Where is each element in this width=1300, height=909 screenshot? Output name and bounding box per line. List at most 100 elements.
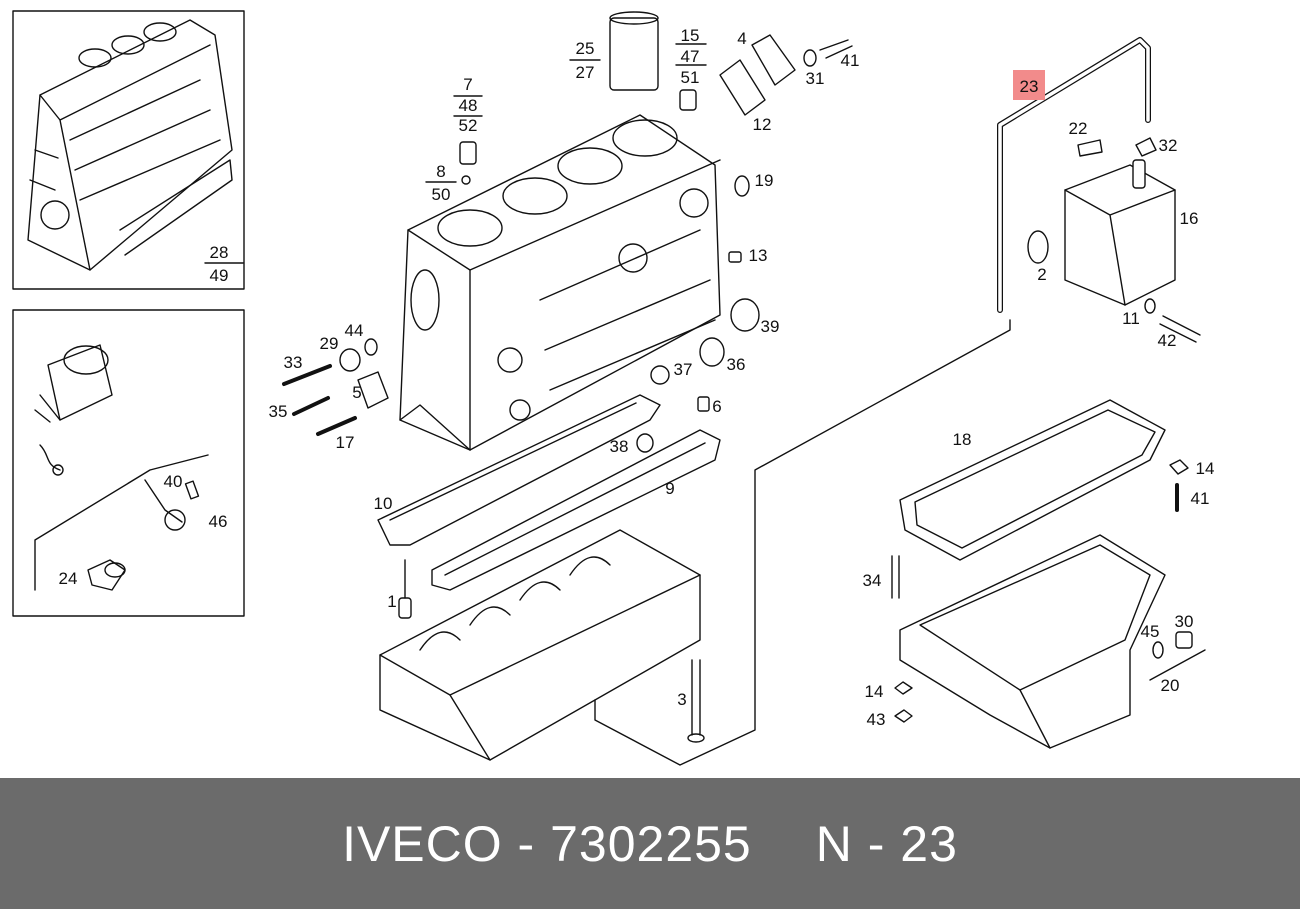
footer-caption: IVECO - 7302255 N - 23: [342, 815, 958, 873]
callout-3: 3: [677, 690, 686, 709]
callout-41-pan: 41: [1191, 489, 1210, 508]
filter-housing: [1064, 159, 1176, 306]
seal-45: [1152, 641, 1164, 659]
pin-6: [697, 396, 710, 412]
oil-pan-gasket: [899, 399, 1166, 561]
plug-7: [459, 141, 477, 165]
callout-14: 14: [1196, 459, 1215, 478]
seal-44: [364, 338, 378, 356]
stud-17: [316, 416, 357, 436]
callout-2: 2: [1037, 265, 1046, 284]
stud-35: [292, 396, 330, 416]
callout-16: 16: [1180, 209, 1199, 228]
callout-22: 22: [1069, 119, 1088, 138]
callout-15: 15: [681, 26, 700, 45]
callout-31: 31: [806, 69, 825, 88]
bushing-39: [730, 298, 760, 332]
stud-33: [282, 364, 332, 386]
callout-46: 46: [209, 512, 228, 531]
footer-part-number: IVECO - 7302255: [342, 815, 752, 872]
washer-14-pan: [894, 681, 913, 695]
callout-49: 49: [210, 266, 229, 285]
cylinder-liner: [609, 11, 659, 91]
callout-9: 9: [665, 479, 674, 498]
callout-12: 12: [753, 115, 772, 134]
gasket-9: [431, 429, 721, 591]
callout-25: 25: [576, 39, 595, 58]
footer-bar: IVECO - 7302255 N - 23: [0, 778, 1300, 909]
cover-plate: [719, 34, 796, 116]
callout-17: 17: [336, 433, 355, 452]
callout-47: 47: [681, 47, 700, 66]
parts-diagram: 23 25 27 15 47 51 4 41 31 12 7 48 52 8 5…: [12, 10, 1215, 766]
callout-23-highlight: [1013, 70, 1045, 100]
footer-ref-number: N - 23: [815, 815, 958, 872]
callout-20: 20: [1161, 676, 1180, 695]
callout-29: 29: [320, 334, 339, 353]
callout-7: 7: [463, 75, 472, 94]
washer-11: [1144, 298, 1156, 314]
inset-engine-block-overview: [12, 10, 245, 290]
callout-6: 6: [712, 397, 721, 416]
bolt-3-head: [687, 733, 705, 743]
callout-18: 18: [953, 430, 972, 449]
bolt-3: [691, 659, 701, 736]
inset-injector-parts: [12, 309, 245, 617]
callout-51: 51: [681, 68, 700, 87]
dowel-1: [398, 597, 412, 619]
drain-plug-30: [1175, 631, 1193, 649]
callout-40: 40: [164, 472, 183, 491]
bushing-36: [699, 337, 725, 367]
callout-1: 1: [387, 592, 396, 611]
callout-50: 50: [432, 185, 451, 204]
callout-11: 11: [1122, 309, 1140, 328]
plate-5: [357, 371, 389, 409]
callout-41: 41: [841, 51, 860, 70]
nut-43: [894, 709, 913, 723]
fitting-32: [1135, 137, 1157, 157]
seal-2: [1027, 230, 1049, 264]
pin-13: [728, 251, 742, 263]
callout-37: 37: [674, 360, 693, 379]
plug-29: [339, 348, 361, 372]
callout-27: 27: [576, 63, 595, 82]
callout-34: 34: [863, 571, 882, 590]
o-ring-8: [461, 175, 471, 185]
callout-33: 33: [284, 353, 303, 372]
oil-pan: [899, 534, 1166, 749]
callout-35: 35: [269, 402, 288, 421]
bushing-38: [636, 433, 654, 453]
callout-38: 38: [610, 437, 629, 456]
callout-45: 45: [1141, 622, 1160, 641]
callout-44: 44: [345, 321, 364, 340]
callout-52: 52: [459, 116, 478, 135]
callout-43: 43: [867, 710, 886, 729]
callout-19: 19: [755, 171, 774, 190]
callout-30: 30: [1175, 612, 1194, 631]
callout-10: 10: [374, 494, 393, 513]
bolt-41-top: [819, 39, 853, 59]
leader-crankcase-to-pan: [594, 319, 1011, 766]
callout-13: 13: [749, 246, 768, 265]
bushing-37: [650, 365, 670, 385]
callout-39: 39: [761, 317, 780, 336]
callout-8: 8: [436, 162, 445, 181]
callout-48: 48: [459, 96, 478, 115]
callout-32: 32: [1159, 136, 1178, 155]
callout-23: 23: [1020, 77, 1039, 96]
lower-crankcase: [379, 529, 701, 761]
plug-15: [679, 89, 697, 111]
callout-4: 4: [737, 29, 746, 48]
callout-42: 42: [1158, 331, 1177, 350]
leader-20: [1149, 649, 1206, 681]
callout-5: 5: [352, 383, 361, 402]
callout-28: 28: [210, 243, 229, 262]
engine-block: [399, 114, 721, 451]
oil-pipe: [997, 37, 1151, 313]
stud-34: [891, 555, 900, 599]
callout-36: 36: [727, 355, 746, 374]
bolt-42: [1159, 315, 1201, 343]
washer-31: [803, 49, 817, 67]
seal-19: [734, 175, 750, 197]
callout-24: 24: [59, 569, 78, 588]
